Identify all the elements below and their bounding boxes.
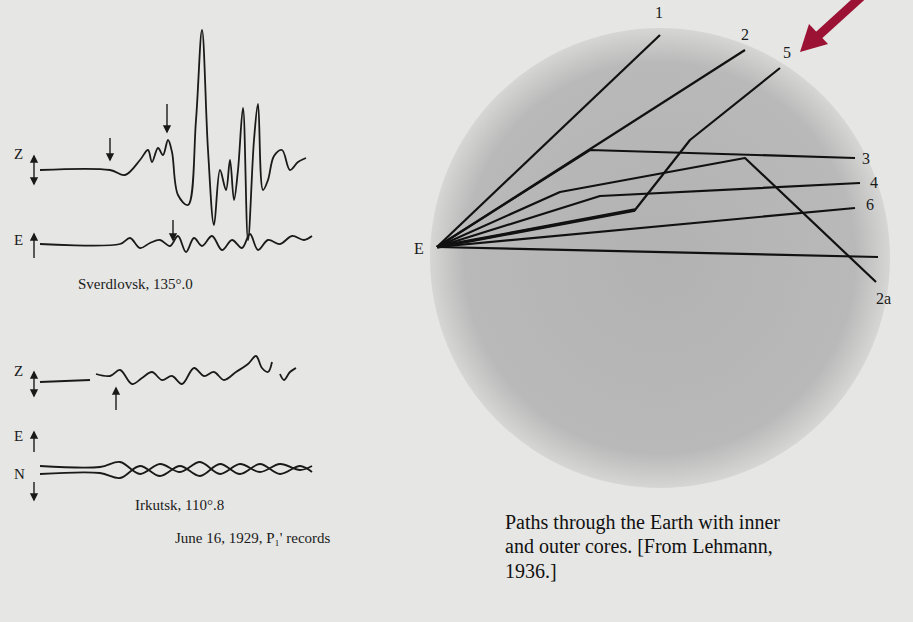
station-label: Sverdlovsk, 135°.0 [78,276,193,293]
arrival-arrow [31,432,37,452]
seismogram-trace [96,356,272,384]
arrival-arrow [31,482,37,500]
ray-path [437,158,876,282]
arrival-arrow [31,234,37,258]
ray-path [437,208,855,247]
component-label: N [14,466,25,483]
arrival-arrow [164,104,170,132]
component-label: E [14,428,23,445]
ray-number: 6 [866,196,874,214]
ray-path [437,247,878,257]
seismogram-trace [40,380,90,382]
ray-number: 1 [655,4,663,22]
arrival-arrow [31,372,37,396]
pointer-arrow [800,0,862,52]
arrival-arrows [31,104,176,500]
seismogram-trace [280,368,296,380]
ray-number: 2a [876,290,891,308]
component-label: E [14,232,23,249]
ray-number: 3 [862,150,870,168]
arrival-arrow [113,388,119,410]
ray-path [437,183,860,247]
ray-number: 5 [783,44,791,62]
ray-number: 2 [741,26,749,44]
seismogram-trace [40,234,312,252]
arrival-arrow [170,220,176,240]
station-label: Irkutsk, 110°.8 [135,497,224,514]
ray-number: 4 [870,174,878,192]
record-note: June 16, 1929, P₁' records [175,530,330,547]
ray-paths [437,35,878,282]
component-label: Z [14,363,23,380]
ray-path [437,35,660,247]
seismogram-trace [40,464,312,478]
arrival-arrow [107,138,113,160]
arrival-arrow [31,156,37,184]
epicentre-label: E [414,240,424,258]
ray-path [437,150,855,247]
earth-disc [430,28,890,488]
component-label: Z [14,146,23,163]
seismogram-traces [40,30,312,478]
figure-caption: Paths through the Earth with inner and o… [505,510,805,583]
ray-path [437,210,635,247]
seismogram-trace [40,30,306,240]
